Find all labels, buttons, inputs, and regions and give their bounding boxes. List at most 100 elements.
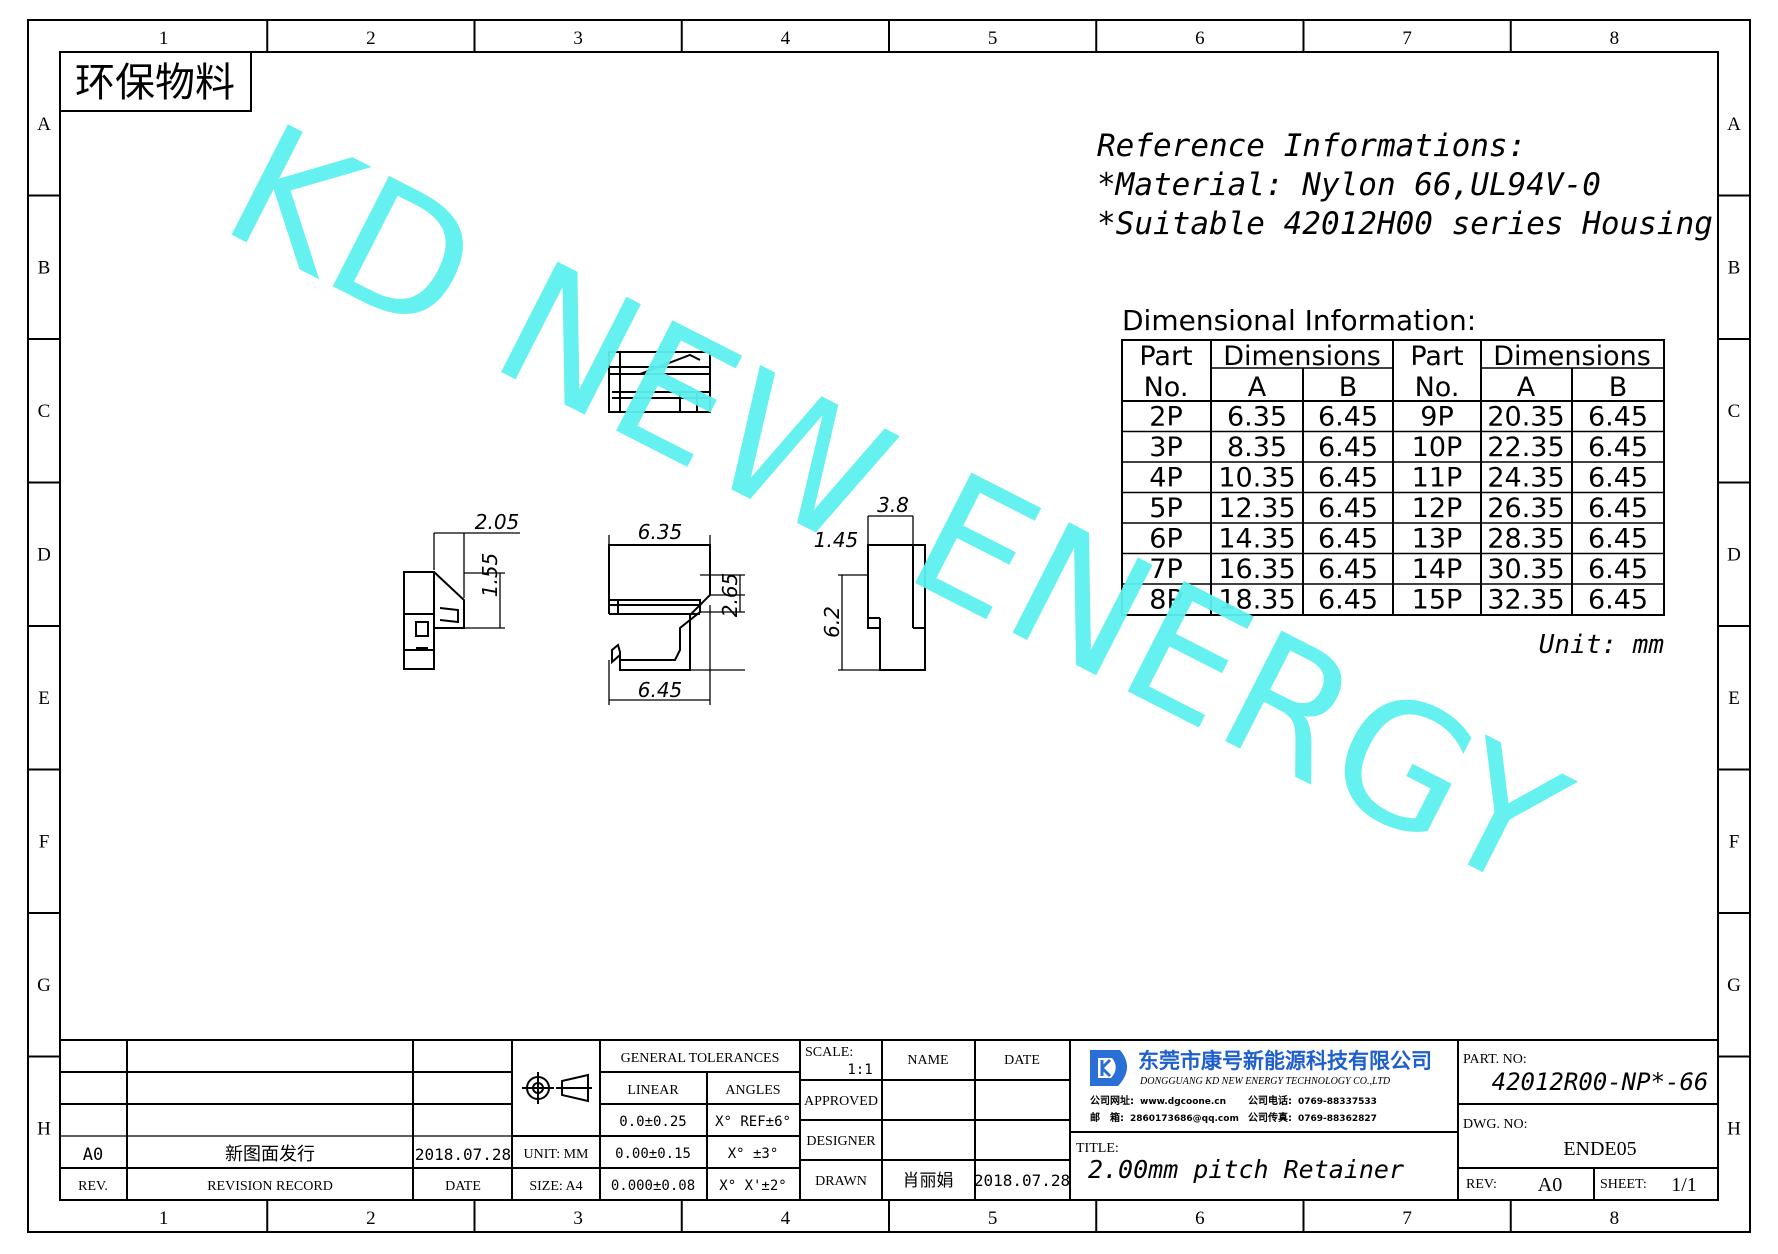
header-dimensions-2: Dimensions — [1493, 341, 1651, 372]
date-label: DATE — [445, 1179, 481, 1194]
dwg-no-label: DWG. NO: — [1463, 1117, 1528, 1132]
zone-row-label: E — [1728, 688, 1740, 709]
dimension-cell: 6.45 — [1588, 493, 1648, 524]
header-no-2: No. — [1415, 372, 1460, 403]
zone-row-label: B — [1728, 257, 1741, 278]
dim-62 — [838, 574, 880, 671]
zone-column-label: 6 — [1195, 1208, 1205, 1229]
zone-column-label: 2 — [366, 1208, 376, 1229]
zone-row-label: A — [37, 114, 51, 135]
projection-symbol-icon — [522, 1072, 592, 1104]
title-label: TITLE: — [1076, 1141, 1119, 1156]
zone-row-label: H — [1727, 1118, 1741, 1139]
dim-38 — [867, 515, 914, 545]
title-block — [60, 1039, 1718, 1200]
reference-title: Reference Informations: — [1097, 128, 1526, 164]
revision-text: 新图面发行 — [225, 1144, 315, 1165]
zone-column-label: 4 — [781, 28, 791, 49]
dimension-cell: 26.35 — [1487, 493, 1564, 524]
unit-label: UNIT: MM — [523, 1147, 589, 1162]
eco-label-box — [59, 51, 252, 112]
zone-column-label: 7 — [1402, 1208, 1412, 1229]
dimension-cell: 12.35 — [1218, 493, 1295, 524]
ang-3: X° X'±2° — [719, 1178, 786, 1194]
revision-record-label: REVISION RECORD — [207, 1179, 333, 1194]
zone-column-label: 1 — [159, 1208, 169, 1229]
dim-635 — [608, 535, 711, 546]
dimension-cell: 24.35 — [1487, 463, 1564, 494]
header-dimensions: Dimensions — [1223, 341, 1381, 372]
designer-label: DESIGNER — [806, 1134, 876, 1149]
scale-label: SCALE: — [805, 1045, 853, 1060]
sheet-value: 1/1 — [1671, 1174, 1697, 1196]
dimension-cell: 6.45 — [1318, 463, 1378, 494]
dimension-cell: 6.45 — [1588, 463, 1648, 494]
dimension-cell: 28.35 — [1487, 524, 1564, 555]
zone-column-label: 8 — [1610, 1208, 1620, 1229]
dimension-cell: 22.35 — [1487, 432, 1564, 463]
dimension-cell: 18.35 — [1218, 585, 1295, 616]
zone-column-label: 3 — [573, 28, 583, 49]
contact-4-value: 0769-88362827 — [1298, 1114, 1377, 1124]
header-part: Part — [1139, 341, 1192, 372]
rev2-label: REV: — [1466, 1177, 1497, 1192]
company-name-cn: 东莞市康号新能源科技有限公司 — [1138, 1049, 1432, 1073]
part-no-label: PART. NO: — [1463, 1052, 1527, 1067]
company-name-en: DONGGUANG KD NEW ENERGY TECHNOLOGY CO.,L… — [1139, 1076, 1391, 1087]
header-b-2: B — [1609, 372, 1628, 403]
dimension-cell: 5P — [1149, 493, 1182, 524]
eco-label: 环保物料 — [75, 60, 235, 106]
header-no: No. — [1144, 372, 1189, 403]
general-tolerances: GENERAL TOLERANCES — [621, 1051, 780, 1066]
zone-column-label: 1 — [159, 28, 169, 49]
linear-label: LINEAR — [627, 1083, 679, 1098]
dim-205 — [433, 532, 520, 598]
dim-155 — [464, 572, 505, 629]
zone-row-label: H — [37, 1118, 51, 1139]
zone-row-label: D — [1727, 544, 1741, 565]
dim-front-height — [690, 594, 745, 671]
retainer-side-view — [403, 571, 465, 670]
dim-145-label: 1.45 — [814, 528, 859, 552]
zone-row-label: B — [38, 257, 51, 278]
tol-3: 0.000±0.08 — [611, 1178, 695, 1194]
dimension-cell: 4P — [1149, 463, 1182, 494]
dimension-cell: 6.45 — [1318, 585, 1378, 616]
reference-suitable: *Suitable 42012H00 series Housing — [1097, 206, 1713, 242]
dimension-cell: 6.45 — [1588, 402, 1648, 433]
part-no-value: 42012R00-NP*-66 — [1492, 1068, 1709, 1096]
rev-label: REV. — [78, 1179, 108, 1194]
dimension-cell: 30.35 — [1487, 554, 1564, 585]
dimension-cell: 6.45 — [1318, 402, 1378, 433]
dim-38-label: 3.8 — [877, 493, 909, 517]
unit-note: Unit: mm — [1539, 630, 1664, 660]
dimension-cell: 6.45 — [1318, 524, 1378, 555]
dwg-no-value: ENDE05 — [1563, 1138, 1636, 1160]
zone-column-label: 5 — [988, 1208, 998, 1229]
dimension-cell: 9P — [1420, 402, 1453, 433]
dimension-cell: 32.35 — [1487, 585, 1564, 616]
drawn-name: 肖丽娟 — [903, 1171, 954, 1191]
dimension-cell: 6.45 — [1588, 554, 1648, 585]
dimension-cell: 6.45 — [1318, 432, 1378, 463]
dimension-cell: 6.45 — [1588, 585, 1648, 616]
zone-column-label: 3 — [573, 1208, 583, 1229]
dimension-cell: 14.35 — [1218, 524, 1295, 555]
dimension-cell: 6.45 — [1318, 554, 1378, 585]
dimension-cell: 16.35 — [1218, 554, 1295, 585]
dimension-cell: 3P — [1149, 432, 1182, 463]
approved-label: APPROVED — [804, 1094, 878, 1109]
zone-column-label: 7 — [1402, 28, 1412, 49]
zone-row-label: D — [37, 544, 51, 565]
name-label: NAME — [907, 1053, 948, 1068]
zone-row-label: A — [1727, 114, 1741, 135]
dimension-cell: 12P — [1412, 493, 1463, 524]
zone-column-label: 2 — [366, 28, 376, 49]
drawn-date: 2018.07.28 — [974, 1171, 1070, 1190]
dim-62-label: 6.2 — [820, 606, 844, 638]
company-logo-icon — [1090, 1050, 1128, 1086]
tol-2: 0.00±0.15 — [615, 1146, 691, 1162]
